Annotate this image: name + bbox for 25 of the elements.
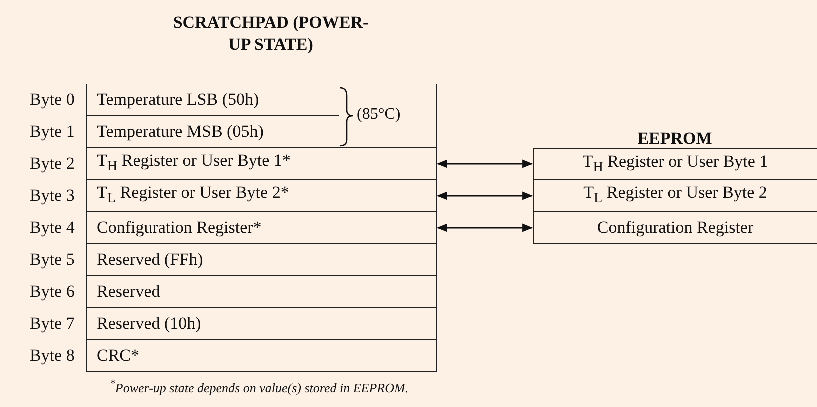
register-row: T$_{L}$ Register or User Byte 2* [86, 180, 437, 212]
byte-label: Byte 6 [30, 282, 75, 302]
register-row: Reserved [86, 276, 437, 308]
double-arrow [436, 224, 534, 232]
footnote: $^{*}$Power-up state depends on value(s) stored in EEPROM. [110, 378, 409, 396]
register-row: Configuration Register* [86, 212, 437, 244]
double-arrow [436, 192, 534, 200]
byte-label: Byte 7 [30, 314, 75, 334]
byte-label: Byte 4 [30, 218, 75, 238]
byte-label: Byte 0 [30, 90, 75, 110]
byte-label: Byte 3 [30, 186, 75, 206]
register-row: T$_{H}$ Register or User Byte 1* [86, 148, 437, 180]
register-row: T$_{H}$ Register or User Byte 1 [533, 148, 817, 180]
table-heading: EEPROM [636, 128, 714, 150]
byte-label: Byte 2 [30, 154, 75, 174]
double-arrow [436, 160, 534, 168]
byte-label: Byte 8 [30, 346, 75, 366]
register-row: CRC* [86, 340, 437, 372]
register-row: Configuration Register [533, 212, 817, 244]
register-row: Reserved (10h) [86, 308, 437, 340]
byte-label: Byte 5 [30, 250, 75, 270]
byte-label: Byte 1 [30, 122, 75, 142]
register-row: Reserved (FFh) [86, 244, 437, 276]
register-row: T$_{L}$ Register or User Byte 2 [533, 180, 817, 212]
table-heading: SCRATCHPAD (POWER-UP STATE) [172, 12, 370, 56]
